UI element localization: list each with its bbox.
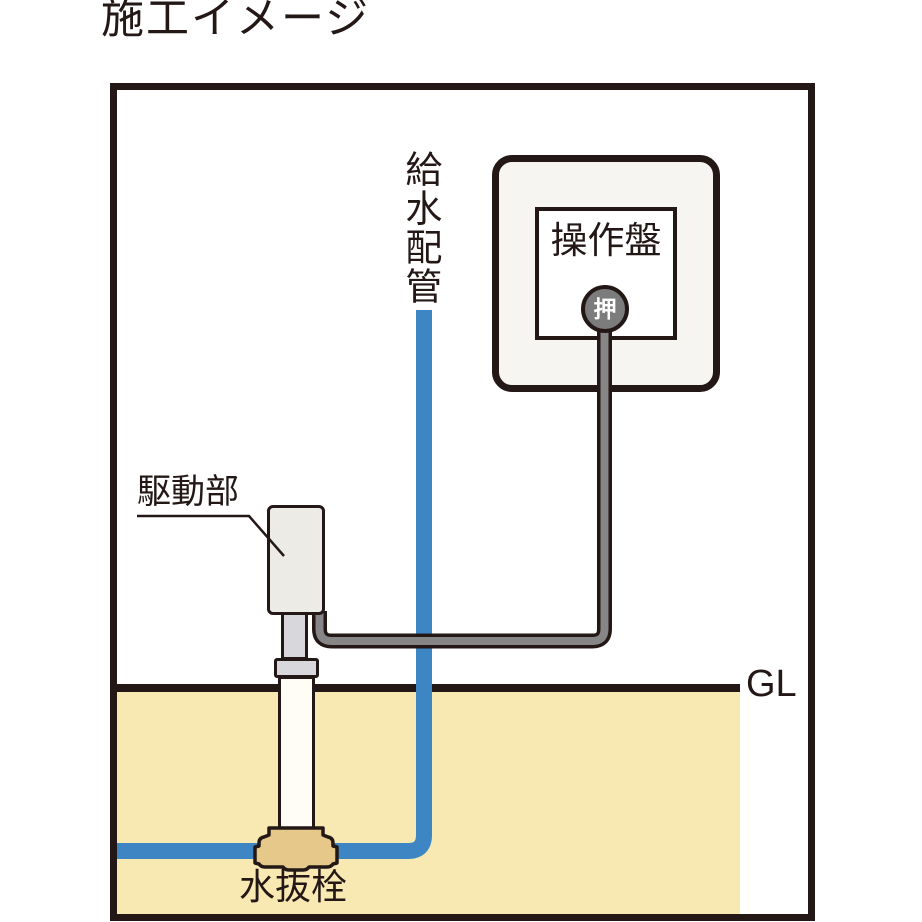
ground-level-label: GL: [746, 663, 797, 705]
drive-unit-collar: [274, 658, 319, 678]
page-title: 施工イメージ: [101, 0, 371, 43]
control-panel-label: 操作盤: [550, 220, 662, 261]
diagram-frame: [110, 83, 815, 921]
drain-valve-label: 水抜栓: [239, 866, 348, 907]
push-button: 押: [581, 285, 629, 333]
push-button-label: 押: [593, 295, 617, 322]
riser-pipe: [278, 676, 315, 834]
drive-unit-box: [267, 505, 325, 615]
drive-unit-label: 駆動部: [137, 473, 239, 511]
supply-pipe-label: 給水配管: [399, 150, 441, 306]
